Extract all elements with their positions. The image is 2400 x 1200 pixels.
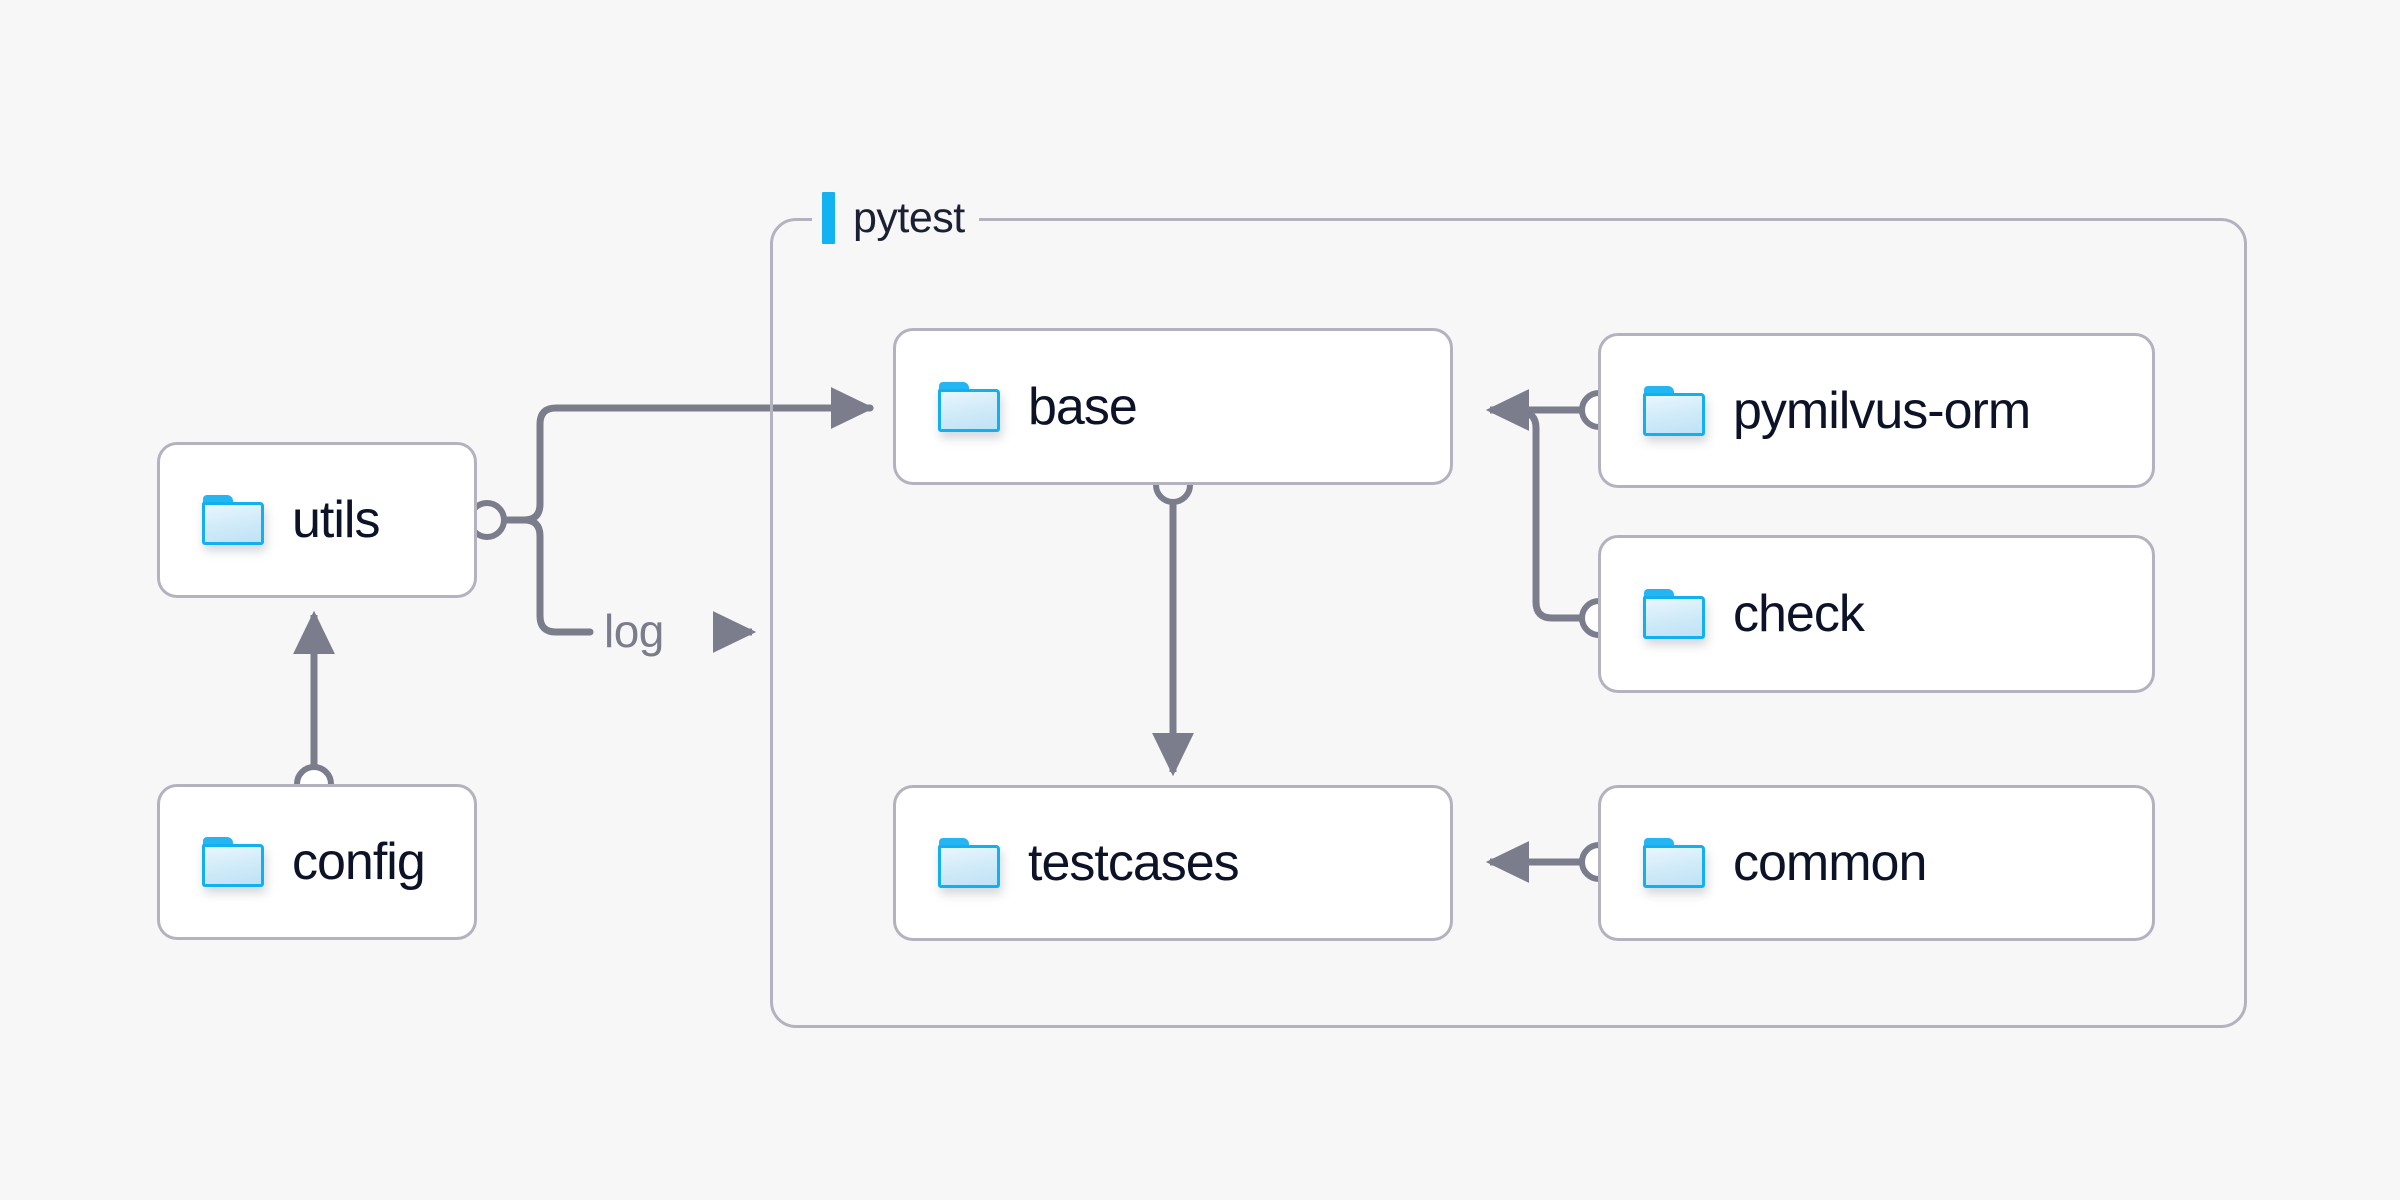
node-label-common: common [1733,834,1927,892]
folder-icon [202,837,264,887]
node-label-testcases: testcases [1028,834,1240,892]
folder-icon [1643,838,1705,888]
node-config[interactable]: config [157,784,477,940]
group-title: pytest [853,193,965,242]
folder-icon [202,495,264,545]
node-base[interactable]: base [893,328,1453,485]
node-label-config: config [292,833,426,891]
node-common[interactable]: common [1598,785,2155,941]
node-label-check: check [1733,585,1865,643]
group-label-pytest: pytest [812,191,979,245]
node-check[interactable]: check [1598,535,2155,693]
accent-bar-icon [822,192,835,244]
folder-icon [1643,589,1705,639]
node-label-pymilvus-orm: pymilvus-orm [1733,381,2031,440]
group-container-pytest [770,218,2247,1028]
folder-icon [1643,385,1705,436]
edge-label-log: log [604,605,664,657]
node-pymilvus-orm[interactable]: pymilvus-orm [1598,333,2155,488]
node-testcases[interactable]: testcases [893,785,1453,941]
folder-icon [938,838,1000,888]
folder-icon [938,381,1000,432]
node-label-base: base [1028,377,1138,436]
node-utils[interactable]: utils [157,442,477,598]
edge-utils-to-log [501,516,594,636]
node-label-utils: utils [292,491,380,549]
